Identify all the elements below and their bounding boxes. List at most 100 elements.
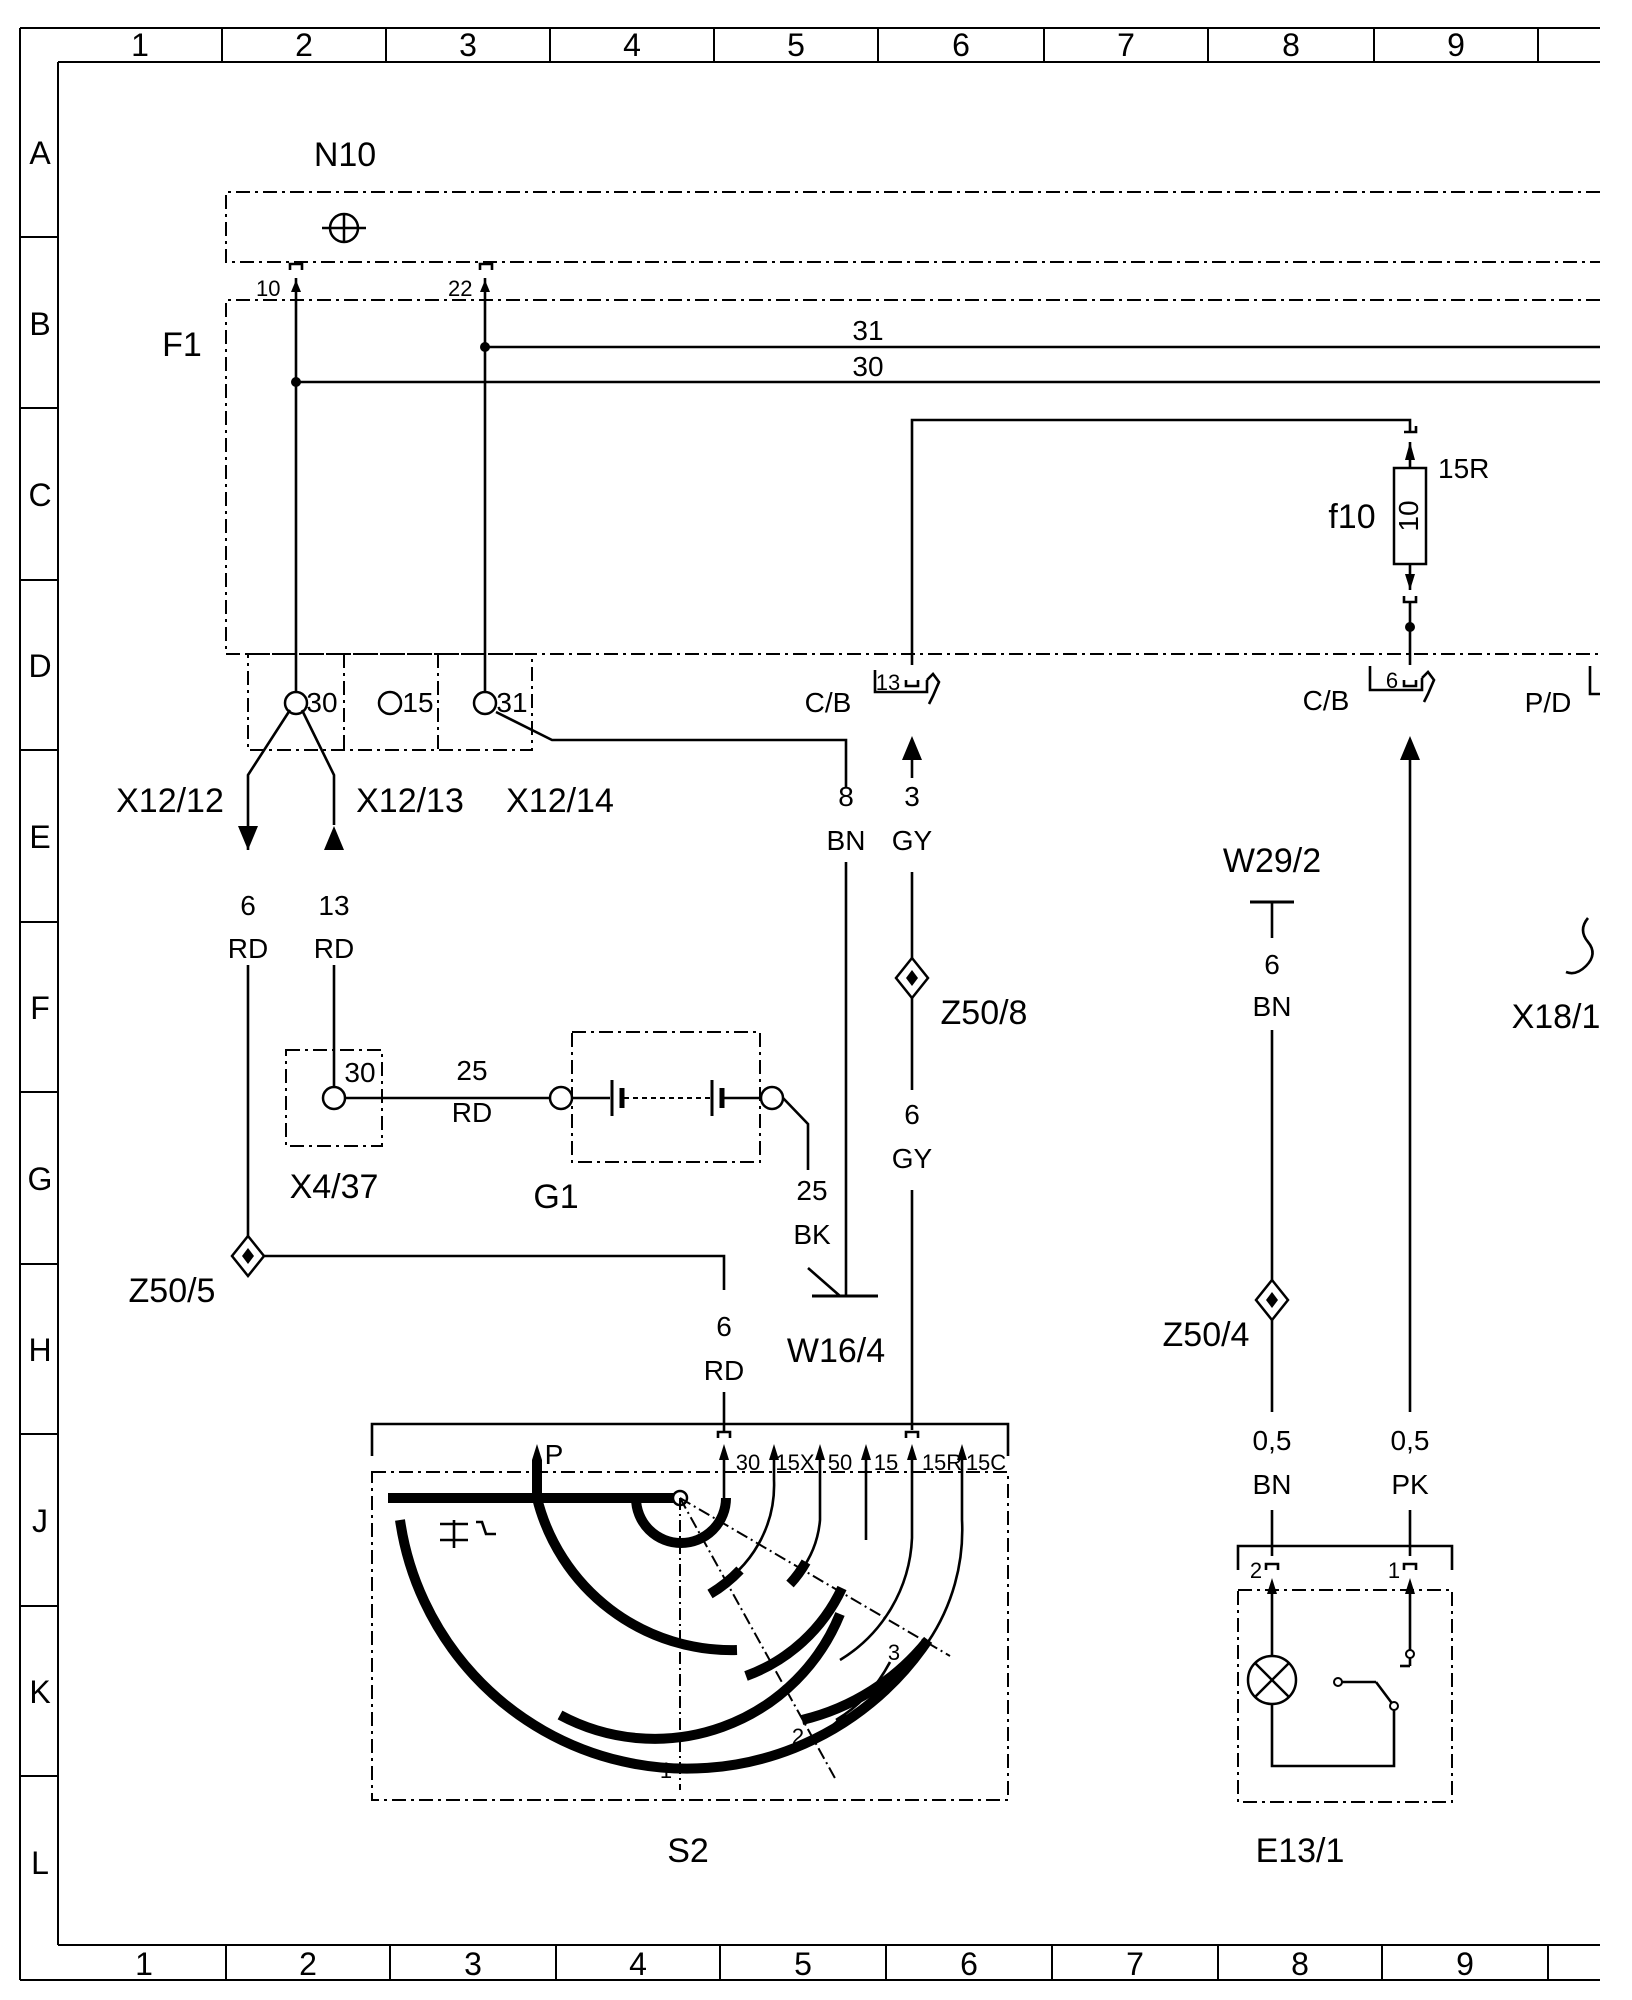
e13-pin-2: 2 <box>1250 1558 1262 1583</box>
x4-37-connector: 30 X4/37 <box>285 1049 383 1206</box>
col-label: 6 <box>960 1946 978 1982</box>
col-label: 4 <box>629 1946 647 1982</box>
cb1-label: C/B <box>805 687 852 718</box>
z50-4-label: Z50/4 <box>1163 1316 1250 1354</box>
lock-symbol-icon <box>440 1520 496 1548</box>
cb-6-pin: 6 <box>1386 668 1398 693</box>
z50-5-label: Z50/5 <box>129 1272 216 1310</box>
switch-icon <box>1333 1594 1415 1711</box>
col-label: 7 <box>1117 27 1135 63</box>
electronic-symbol-icon <box>322 212 366 244</box>
x12-13-label: X12/13 <box>356 782 464 820</box>
column-labels-top: 1 2 3 4 5 6 7 8 9 <box>131 27 1465 63</box>
s2-label: S2 <box>667 1832 709 1870</box>
n10-label: N10 <box>314 136 376 174</box>
s2-pin-15c: 15C <box>966 1450 1006 1475</box>
x12-connectors: 30 15 31 X12/12 X12/13 X12/14 <box>116 653 614 820</box>
wire-label: 6 <box>904 1099 920 1130</box>
col-label: 1 <box>135 1946 153 1982</box>
e13-pin-1: 1 <box>1388 1558 1400 1583</box>
row-label: F <box>30 990 50 1026</box>
s2-ignition-switch: P 30 15X 50 15 15R 15C <box>370 1422 1010 1870</box>
col-label: 2 <box>299 1946 317 1982</box>
col-label: 7 <box>1126 1946 1144 1982</box>
arrow-icon <box>830 1712 846 1726</box>
n10-unit: N10 10 22 <box>225 136 1600 301</box>
wire-label: BN <box>1253 1469 1292 1500</box>
wire-label: 8 <box>838 781 854 812</box>
wire-label: RD <box>228 933 268 964</box>
x4-pin-30: 30 <box>344 1057 375 1088</box>
wire-label: RD <box>704 1355 744 1386</box>
s2-pin-15: 15 <box>874 1450 898 1475</box>
s2-pin-50: 50 <box>828 1450 852 1475</box>
z50-8-label: Z50/8 <box>941 994 1028 1032</box>
row-label: K <box>29 1674 50 1710</box>
up-arrow-icon <box>324 826 344 850</box>
col-label: 3 <box>464 1946 482 1982</box>
e13-1-lamp-unit: 2 1 E13/1 <box>1236 1544 1454 1870</box>
z50-4-splice: Z50/4 <box>1163 1277 1290 1354</box>
column-labels-bottom: 1 2 3 4 5 6 7 8 9 <box>135 1946 1474 1982</box>
row-label: E <box>29 819 50 855</box>
col-label: 4 <box>623 27 641 63</box>
wire-label: RD <box>314 933 354 964</box>
wire-label: 6 <box>716 1311 732 1342</box>
s2-pin-15x: 15X <box>775 1450 814 1475</box>
wire-label: 3 <box>904 781 920 812</box>
row-label: G <box>28 1161 53 1197</box>
x18-1-label: X18/1 <box>1512 998 1601 1036</box>
s2-pos-1: 1 <box>660 1758 672 1783</box>
wire-label: PK <box>1391 1469 1429 1500</box>
f1-label: F1 <box>162 326 202 364</box>
col-label: 1 <box>131 27 149 63</box>
cb-13-connector: 13 C/B <box>805 670 941 718</box>
s2-pin-30: 30 <box>736 1450 760 1475</box>
col-label: 2 <box>295 27 313 63</box>
n10-pin-10: 10 <box>256 276 280 301</box>
row-label: A <box>29 135 51 171</box>
f10-pin-label: 15R <box>1438 453 1489 484</box>
col-label: 8 <box>1291 1946 1309 1982</box>
col-label: 3 <box>459 27 477 63</box>
up-arrow-icon <box>902 736 922 760</box>
connector-icon <box>1565 917 1594 975</box>
cb2-label: C/B <box>1303 685 1350 716</box>
col-label: 6 <box>952 27 970 63</box>
wire-label: RD <box>452 1097 492 1128</box>
wire-label: BN <box>827 825 866 856</box>
f1-fuse-box: F1 31 30 10 f10 15R <box>162 278 1600 695</box>
x4-37-label: X4/37 <box>290 1168 379 1206</box>
wire-label: 25 <box>456 1055 487 1086</box>
wire-label: 0,5 <box>1391 1425 1430 1456</box>
pd-label: P/D <box>1525 687 1572 718</box>
wire-label: BN <box>1253 991 1292 1022</box>
x12-12-label: X12/12 <box>116 782 224 820</box>
x12-pin-15: 15 <box>402 687 433 718</box>
wire-label: GY <box>892 1143 933 1174</box>
e13-1-label: E13/1 <box>1256 1832 1345 1870</box>
s2-pos-2: 2 <box>792 1724 804 1749</box>
row-label: B <box>29 306 50 342</box>
row-label: H <box>28 1332 51 1368</box>
bus-31-label: 31 <box>852 315 883 346</box>
col-label: 5 <box>794 1946 812 1982</box>
s2-pos-3: 3 <box>888 1640 900 1665</box>
row-label: J <box>32 1503 48 1539</box>
cb-13-pin: 13 <box>876 670 900 695</box>
grid-frame <box>19 27 1600 1981</box>
s2-pin-p: P <box>545 1439 564 1470</box>
g1-label: G1 <box>533 1178 578 1216</box>
lamp-icon <box>1246 1654 1298 1706</box>
z50-8-splice: Z50/8 <box>894 955 1028 1032</box>
wire-label: 6 <box>1264 949 1280 980</box>
wire-label: 25 <box>796 1175 827 1206</box>
x12-pin-31: 31 <box>496 687 527 718</box>
row-label: D <box>28 648 51 684</box>
s2-pin-15r: 15R <box>922 1450 962 1475</box>
wire-label: BK <box>793 1219 831 1250</box>
z50-5-splice: Z50/5 <box>129 1233 266 1310</box>
down-arrow-icon <box>238 826 258 850</box>
col-label: 9 <box>1456 1946 1474 1982</box>
